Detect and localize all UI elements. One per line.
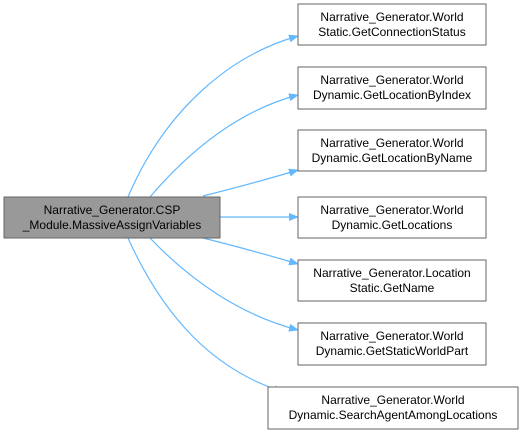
root-node-box <box>3 196 221 239</box>
callee-node-line2: Dynamic.GetLocationByName <box>312 151 473 165</box>
callee-node-line1: Narrative_Generator.Location <box>313 266 470 280</box>
callee-node-line2: Dynamic.GetLocations <box>332 218 453 232</box>
callee-node-get-name[interactable]: Narrative_Generator.Location Static.GetN… <box>297 259 487 302</box>
callee-node-line2: Dynamic.SearchAgentAmongLocations <box>289 408 498 422</box>
callee-node-get-connection-status[interactable]: Narrative_Generator.World Static.GetConn… <box>297 3 487 46</box>
edge-to-search-agent-among-locations <box>127 237 284 394</box>
callee-node-get-location-by-name[interactable]: Narrative_Generator.World Dynamic.GetLoc… <box>297 129 487 172</box>
root-node[interactable]: Narrative_Generator.CSP _Module.MassiveA… <box>3 196 221 239</box>
callee-node-line1: Narrative_Generator.World <box>320 10 463 24</box>
callee-node-get-location-by-index[interactable]: Narrative_Generator.World Dynamic.GetLoc… <box>297 66 487 110</box>
callee-node-line2: Static.GetConnectionStatus <box>318 25 465 39</box>
call-edges <box>127 34 299 394</box>
callee-node-search-agent-among-locations[interactable]: Narrative_Generator.World Dynamic.Search… <box>267 386 519 430</box>
callee-node-get-locations[interactable]: Narrative_Generator.World Dynamic.GetLoc… <box>297 196 487 239</box>
callee-node-box <box>297 322 487 366</box>
edge-to-get-location-by-name <box>202 168 299 197</box>
edge-to-get-name <box>202 237 299 266</box>
callee-node-box <box>297 66 487 110</box>
callee-node-line1: Narrative_Generator.World <box>320 329 463 343</box>
edge-to-get-location-by-index <box>149 93 299 198</box>
callee-node-line1: Narrative_Generator.World <box>321 393 464 407</box>
root-node-line1: Narrative_Generator.CSP <box>44 203 181 217</box>
callee-node-get-static-world-part[interactable]: Narrative_Generator.World Dynamic.GetSta… <box>297 322 487 366</box>
callee-node-line2: Static.GetName <box>350 281 435 295</box>
edge-to-get-static-world-part <box>149 237 299 332</box>
callee-node-box <box>297 259 487 302</box>
callee-node-line1: Narrative_Generator.World <box>320 136 463 150</box>
root-node-line2: _Module.MassiveAssignVariables <box>22 218 202 232</box>
callee-node-line1: Narrative_Generator.World <box>320 203 463 217</box>
callee-node-box <box>267 386 519 430</box>
callee-node-line2: Dynamic.GetLocationByIndex <box>313 88 471 102</box>
callee-node-box <box>297 196 487 239</box>
callee-node-line2: Dynamic.GetStaticWorldPart <box>316 344 469 358</box>
edge-to-get-connection-status <box>127 34 299 198</box>
callee-node-box <box>297 129 487 172</box>
callee-node-box <box>297 3 487 46</box>
callee-node-line1: Narrative_Generator.World <box>320 73 463 87</box>
